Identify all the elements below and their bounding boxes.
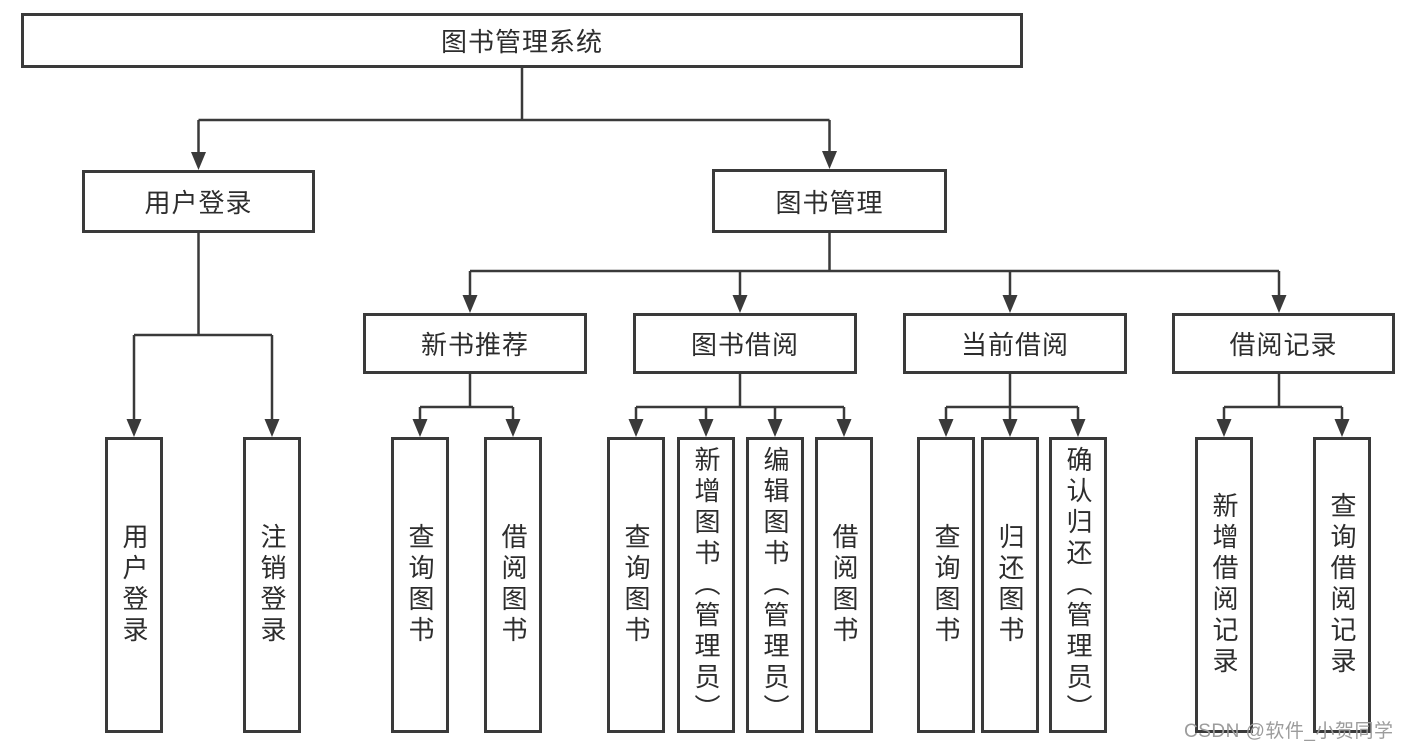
- leaf-recommend-query-books: 查询图书: [391, 437, 449, 733]
- node-label: 图书管理系统: [440, 27, 603, 57]
- leaf-label: 编辑图书（管理员）: [760, 445, 790, 725]
- leaf-borrowing-query-books: 查询图书: [607, 437, 665, 733]
- node-current-borrowing: 当前借阅: [903, 313, 1127, 374]
- leaf-label: 查询图书: [405, 523, 435, 647]
- leaf-label: 借阅图书: [498, 523, 528, 647]
- leaf-label: 查询借阅记录: [1327, 492, 1357, 678]
- leaf-current-confirm-return-admin: 确认归还（管理员）: [1049, 437, 1107, 733]
- leaf-label: 新增图书（管理员）: [691, 445, 721, 725]
- leaf-login-logout: 注销登录: [243, 437, 301, 733]
- leaf-label: 归还图书: [995, 523, 1025, 647]
- leaf-label: 查询图书: [931, 523, 961, 647]
- leaf-borrowing-borrow-books: 借阅图书: [815, 437, 873, 733]
- leaf-current-query-books: 查询图书: [917, 437, 975, 733]
- leaf-label: 确认归还（管理员）: [1063, 445, 1093, 725]
- leaf-records-add-borrow-record: 新增借阅记录: [1195, 437, 1253, 733]
- node-label: 图书借阅: [690, 330, 799, 360]
- leaf-records-query-borrow-record: 查询借阅记录: [1313, 437, 1371, 733]
- node-library-management-system: 图书管理系统: [21, 13, 1023, 68]
- leaf-label: 用户登录: [119, 523, 149, 647]
- branch-rails: [134, 68, 1342, 409]
- arrowhead-icons: [126, 151, 1350, 437]
- arrow-stems: [132, 120, 1344, 422]
- leaf-label: 注销登录: [257, 523, 287, 647]
- node-label: 用户登录: [144, 188, 253, 218]
- watermark: CSDN @软件_小贺同学: [1184, 721, 1394, 742]
- leaf-login-user-login: 用户登录: [105, 437, 163, 733]
- leaf-borrowing-edit-books-admin: 编辑图书（管理员）: [746, 437, 804, 733]
- leaf-recommend-borrow-books: 借阅图书: [484, 437, 542, 733]
- leaf-label: 借阅图书: [829, 523, 859, 647]
- node-user-login: 用户登录: [82, 170, 315, 233]
- node-book-management: 图书管理: [712, 169, 947, 233]
- leaf-borrowing-add-books-admin: 新增图书（管理员）: [677, 437, 735, 733]
- leaf-label: 查询图书: [621, 523, 651, 647]
- node-label: 图书管理: [775, 187, 884, 218]
- node-label: 当前借阅: [960, 330, 1069, 360]
- leaf-label: 新增借阅记录: [1209, 492, 1239, 678]
- node-book-borrowing: 图书借阅: [633, 313, 857, 374]
- leaf-current-return-books: 归还图书: [981, 437, 1039, 733]
- node-label: 借阅记录: [1229, 330, 1338, 360]
- node-new-book-recommend: 新书推荐: [363, 313, 587, 374]
- node-label: 新书推荐: [420, 330, 529, 360]
- node-borrow-records: 借阅记录: [1172, 313, 1395, 374]
